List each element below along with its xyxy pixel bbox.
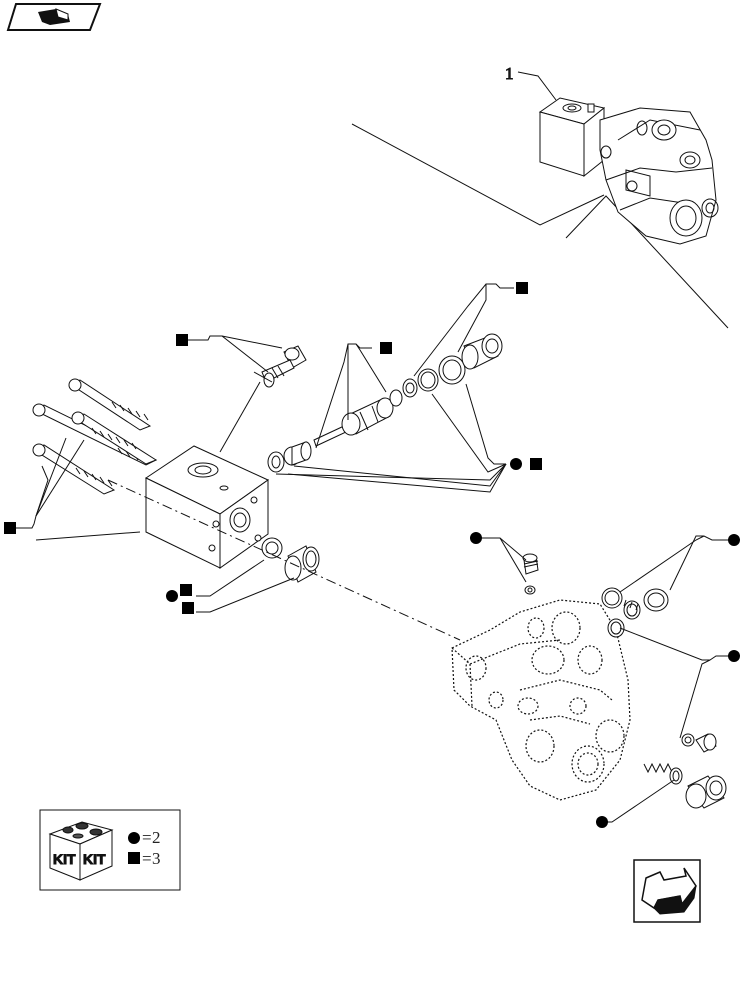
circle-marker xyxy=(470,532,482,544)
plug-medium xyxy=(681,733,717,753)
spring xyxy=(643,762,673,774)
next-page-arrow-icon[interactable] xyxy=(633,859,701,923)
circle-marker xyxy=(510,458,522,470)
circle-marker xyxy=(728,650,740,662)
circle-marker xyxy=(596,816,608,828)
reference-callout-number: 1 xyxy=(505,64,514,83)
bolt-set xyxy=(32,378,158,495)
square-marker xyxy=(180,584,192,596)
spool-sleeve xyxy=(341,397,394,436)
fitting-nipple xyxy=(253,345,307,388)
square-marker xyxy=(516,282,528,294)
legend-square-equals: = xyxy=(142,849,152,868)
sleeve-parts xyxy=(261,537,320,583)
cartridge-parts xyxy=(267,333,503,473)
legend-square-value: 3 xyxy=(152,849,161,868)
legend-circle-equals: = xyxy=(142,828,152,847)
leader-lines xyxy=(14,283,728,823)
bolt xyxy=(32,443,116,495)
square-marker xyxy=(176,334,188,346)
legend-circle-marker xyxy=(128,832,140,844)
bolt xyxy=(71,411,158,465)
manifold-block xyxy=(144,445,269,569)
callout-markers xyxy=(4,282,740,828)
square-marker xyxy=(4,522,16,534)
kit-label-left: KIT xyxy=(53,851,76,867)
plug-small xyxy=(522,553,539,575)
legend-circle-value: 2 xyxy=(152,828,161,847)
poppet xyxy=(283,441,312,466)
assembly-axis-line xyxy=(107,479,461,641)
square-marker xyxy=(380,342,392,354)
kit-box-icon: KIT KIT xyxy=(48,821,114,881)
stem xyxy=(313,425,347,447)
plug-large xyxy=(685,775,727,809)
kit-label-right: KIT xyxy=(83,851,106,867)
cartridge-cap xyxy=(461,333,503,370)
manual-book-icon[interactable] xyxy=(6,3,102,31)
legend-square-marker xyxy=(128,852,140,864)
bolt xyxy=(68,378,152,431)
circle-marker xyxy=(166,590,178,602)
kit-legend: KIT KIT = 2 = 3 xyxy=(39,809,181,891)
right-parts xyxy=(522,553,727,809)
reference-valve-assembly: 1 xyxy=(351,64,729,329)
circle-marker xyxy=(728,534,740,546)
square-marker xyxy=(530,458,542,470)
square-marker xyxy=(182,602,194,614)
valve-body-phantom xyxy=(451,599,631,801)
